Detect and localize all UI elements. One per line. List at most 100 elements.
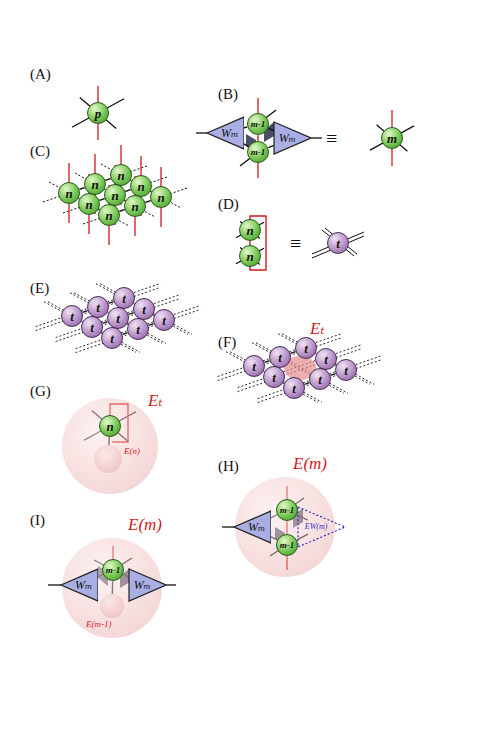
isometry-triangle: Wₘ — [128, 568, 167, 602]
tensor-label: t — [110, 332, 114, 345]
isometry-triangle: Wₘ — [206, 116, 245, 150]
tensor-label: m-1 — [280, 506, 295, 515]
triangle-shape — [129, 569, 166, 601]
bond-line — [325, 228, 357, 254]
tensor-label: Wₘ — [279, 132, 296, 144]
tensor-label: t — [96, 301, 100, 314]
tensor-node: t — [153, 309, 175, 331]
tensor-label: n — [85, 198, 92, 211]
tensor-label: n — [131, 200, 138, 213]
isometry-triangle: Wₘ — [273, 121, 312, 155]
tensor-label: t — [272, 371, 276, 384]
environment-label: E(m) — [293, 455, 327, 472]
tensor-node: n — [239, 219, 261, 241]
environment-sphere: EₜnE(n) — [62, 398, 158, 494]
bond-line — [377, 125, 408, 151]
tensor-node: n — [130, 175, 152, 197]
tensor-label: n — [117, 169, 124, 182]
tensor-label: Wₘ — [221, 127, 238, 139]
tensor-node: n — [150, 186, 172, 208]
environment-label: E(n) — [124, 447, 140, 456]
environment-label: Eₜ — [310, 318, 325, 339]
bond-line — [165, 584, 176, 585]
panel-label: (B) — [218, 86, 238, 103]
tensor-label: t — [136, 323, 140, 336]
tensor-node: m — [381, 127, 403, 149]
tensor-node: m-1 — [247, 113, 270, 136]
tensor-node: n — [99, 415, 121, 437]
bond-line — [312, 236, 364, 258]
environment-sphere: E(m)Wₘm-1m-1EW(m) — [235, 477, 335, 577]
equivalence-sign: ≡ — [326, 127, 337, 150]
tensor-label: t — [304, 342, 308, 355]
tensor-label: t — [336, 237, 340, 250]
isometry-triangle: EW(m) — [297, 506, 346, 548]
tensor-node: t — [283, 377, 305, 399]
isometry-triangle: Wₘ — [60, 568, 99, 602]
tensor-node: t — [243, 355, 265, 377]
tensor-label: n — [246, 250, 253, 263]
tensor-node: t — [263, 366, 285, 388]
tensor-node: t — [81, 316, 103, 338]
tensor-node: n — [78, 193, 100, 215]
tensor-node: m-1 — [276, 499, 299, 522]
tensor-node: n — [104, 184, 126, 206]
tensor-node: t — [309, 368, 331, 390]
tensor-node: m-1 — [247, 141, 270, 164]
tensor-label: n — [111, 189, 118, 202]
panel-label: (D) — [218, 196, 239, 213]
tensor-node: n — [98, 204, 120, 226]
tensor-label: t — [162, 314, 166, 327]
bond-line — [370, 126, 414, 150]
tensor-node: n — [239, 245, 261, 267]
panel-label: (C) — [30, 143, 50, 160]
triangle-shape — [298, 507, 345, 547]
tensor-node: t — [101, 327, 123, 349]
tensor-label: t — [278, 351, 282, 364]
tensor-label: t — [116, 312, 120, 325]
panel-label: (I) — [30, 512, 45, 529]
environment-sphere: E(m-1) — [100, 594, 124, 618]
tensor-label: EW(m) — [305, 523, 328, 531]
triangle-shape — [274, 122, 311, 154]
panel-label: (H) — [218, 458, 239, 475]
tensor-node: m-1 — [102, 559, 125, 582]
panel-label: (G) — [30, 383, 51, 400]
tensor-node: t — [127, 318, 149, 340]
triangle-shape — [207, 117, 244, 149]
tensor-node: t — [113, 287, 135, 309]
tensor-node: t — [87, 296, 109, 318]
tensor-label: t — [142, 303, 146, 316]
tensor-bond — [257, 135, 258, 141]
tensor-label: n — [91, 178, 98, 191]
tensor-node: t — [327, 232, 349, 254]
bond-line — [322, 230, 354, 256]
tensor-label: m — [387, 132, 397, 145]
bond-line — [312, 232, 364, 254]
tensor-label: n — [246, 224, 253, 237]
tensor-label: m-1 — [280, 541, 295, 550]
tensor-label: t — [90, 321, 94, 334]
tensor-label: m-1 — [251, 120, 266, 129]
environment-sphere: E(m)Wₘm-1WₘE(m-1) — [62, 538, 162, 638]
tensor-node: t — [315, 348, 337, 370]
tensor-label: n — [157, 191, 164, 204]
environment-label: E(m) — [128, 516, 162, 533]
tensor-label: p — [95, 107, 102, 120]
tensor-label: t — [324, 353, 328, 366]
tensor-node: t — [335, 359, 357, 381]
tensor-label: t — [70, 310, 74, 323]
equivalence-sign: ≡ — [290, 232, 301, 255]
tensor-node: n — [84, 173, 106, 195]
bond-line — [310, 137, 322, 138]
panel-label: (A) — [30, 66, 51, 83]
environment-label: E(m-1) — [86, 620, 112, 629]
environment-label: Eₜ — [148, 392, 163, 409]
bond-line — [72, 99, 124, 128]
tensor-label: n — [65, 187, 72, 200]
tensor-node: t — [269, 346, 291, 368]
tensor-node: t — [133, 298, 155, 320]
tensor-label: t — [344, 364, 348, 377]
